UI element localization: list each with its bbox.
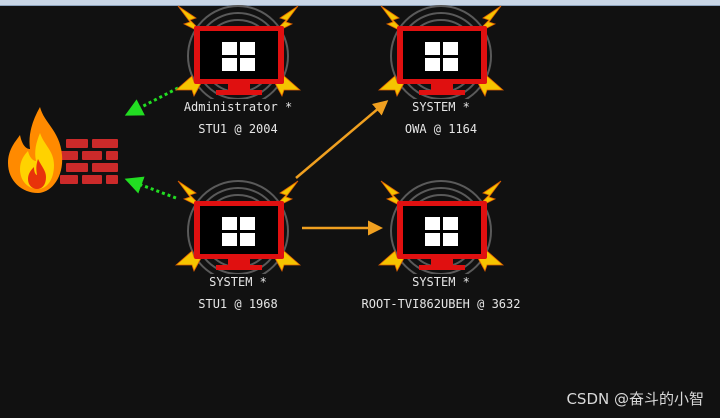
session-host-label: OWA @ 1164 — [404, 122, 478, 136]
session-host-label: STU1 @ 2004 — [198, 122, 278, 136]
session-user-label: SYSTEM * — [412, 100, 470, 114]
firewall-icon — [4, 105, 122, 197]
windows-logo-icon — [222, 217, 255, 246]
compromised-host-icon — [194, 201, 284, 270]
brick-wall — [60, 139, 118, 184]
host-node-stu1-1968[interactable] — [174, 179, 304, 274]
watermark: CSDN @奋斗的小智 — [566, 390, 704, 408]
compromised-host-icon — [397, 26, 487, 95]
compromised-host-icon — [397, 201, 487, 270]
host-node-stu1-2004[interactable] — [174, 4, 304, 99]
windows-logo-icon — [222, 42, 255, 71]
fire-icon — [8, 107, 63, 193]
session-user-label: Administrator * — [183, 100, 293, 114]
host-node-owa-1164[interactable] — [377, 4, 507, 99]
beacon-link-stu1-1968 — [124, 176, 177, 200]
host-node-root-3632[interactable] — [377, 179, 507, 274]
session-host-label: STU1 @ 1968 — [198, 297, 278, 311]
pivot-link-to-owa — [295, 100, 389, 179]
windows-logo-icon — [425, 217, 458, 246]
topbar-strip — [0, 0, 720, 6]
compromised-host-icon — [194, 26, 284, 95]
session-host-label: ROOT-TVI862UBEH @ 3632 — [361, 297, 521, 311]
windows-logo-icon — [425, 42, 458, 71]
session-user-label: SYSTEM * — [209, 275, 267, 289]
beacon-link-stu1-2004 — [124, 86, 179, 116]
session-user-label: SYSTEM * — [412, 275, 470, 289]
